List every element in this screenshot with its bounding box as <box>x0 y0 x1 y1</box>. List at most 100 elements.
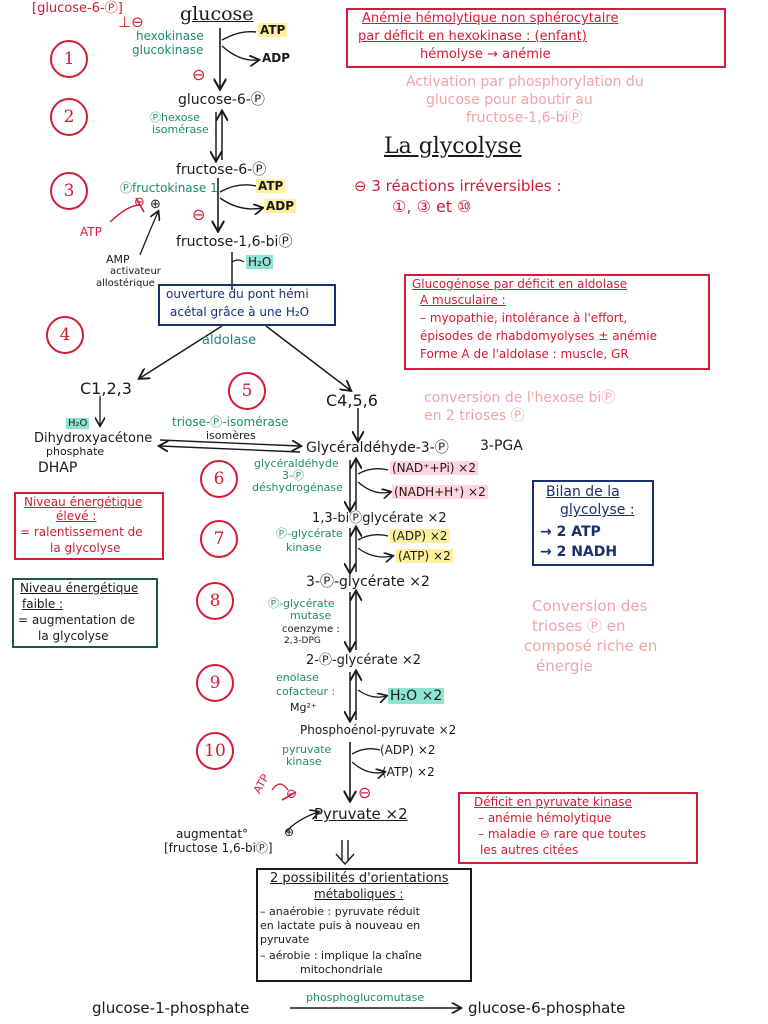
orientations-title: 2 possibilités d'orientations <box>270 871 449 886</box>
high-energy-title-2: élevé : <box>56 509 97 523</box>
bilan-nadh: → 2 NADH <box>540 544 618 560</box>
enzyme-hexokinase: hexokinase <box>136 29 204 43</box>
activation-note-2: glucose pour aboutir au <box>426 92 593 108</box>
dhap-abbrev: DHAP <box>38 460 78 476</box>
step-10: 10 <box>196 732 234 770</box>
g6p-footer-label: glucose-6-phosphate <box>468 999 626 1017</box>
enzyme-pgm-dpg: 2,3-DPG <box>284 636 321 646</box>
g1p-label: glucose-1-phosphate <box>92 999 250 1017</box>
step-1: 1 <box>50 40 88 78</box>
step-4: 4 <box>46 316 84 354</box>
aldolase-line4: épisodes de rhabdomyolyses ± anémie <box>420 329 657 343</box>
arrow-split-left <box>140 325 223 378</box>
enzyme-pk-1: pyruvate <box>282 743 332 756</box>
bilan-box: Bilan de la glycolyse : → 2 ATP → 2 NADH <box>532 480 654 566</box>
atp-inhibitor: ATP <box>80 225 102 239</box>
atp-7: (ATP) ×2 <box>396 549 453 563</box>
nadh-output: (NADH+H⁺) ×2 <box>392 485 488 499</box>
pk-inhibition-mark: ⊖ <box>286 787 297 802</box>
hexokinase-deficiency-box: Anémie hémolytique non sphérocytaire par… <box>346 8 726 68</box>
atp-3: ATP <box>256 179 286 193</box>
bilan-title-2: glycolyse : <box>560 502 635 518</box>
inhibition-mark: ⊖ <box>134 195 145 210</box>
conversion2-note-4: énergie <box>536 657 593 675</box>
hexo-line3: hémolyse → anémie <box>420 47 551 62</box>
pk-deficiency-box: Déficit en pyruvate kinase – anémie hémo… <box>458 792 698 864</box>
pk-line3: les autres citées <box>480 843 579 857</box>
high-energy-box: Niveau énergétique élevé : = ralentissem… <box>14 492 164 560</box>
hexo-line1: Anémie hémolytique non sphérocytaire <box>362 11 619 26</box>
enzyme-gapdh-3: déshydrogénase <box>252 481 343 494</box>
isomers-label: isomères <box>206 429 256 442</box>
c456-label: C4,5,6 <box>326 391 378 410</box>
low-energy-line2: la glycolyse <box>38 629 109 643</box>
pk-title: Déficit en pyruvate kinase <box>474 795 632 809</box>
inhibition-icon: ⊥⊖ <box>118 13 144 31</box>
enzyme-pgm-coenzyme: coenzyme : <box>282 624 340 635</box>
pk-line2: – maladie ⊖ rare que toutes <box>478 827 647 841</box>
ring-opening-line1: ouverture du pont hémi <box>166 287 309 301</box>
enzyme-aldolase: aldolase <box>202 333 257 348</box>
enzyme-pfk1: Ⓟfructokinase 1 <box>120 181 218 195</box>
step-2: 2 <box>50 98 88 136</box>
high-energy-line2: la glycolyse <box>50 541 121 555</box>
3pg-label: 3-Ⓟ-glycérate ×2 <box>306 574 430 590</box>
high-energy-line1: = ralentissement de <box>20 525 143 539</box>
low-energy-box: Niveau énergétique faible : = augmentati… <box>12 578 158 648</box>
adp-1: ADP <box>262 51 291 65</box>
orientations-line4: – aérobie : implique la chaîne <box>260 949 422 962</box>
activation-note-1: Activation par phosphorylation du <box>406 74 644 90</box>
bilan-title: Bilan de la <box>546 484 620 500</box>
f6p-label: fructose-6-Ⓟ <box>176 162 267 178</box>
h2o-dhap: H₂O <box>66 418 90 429</box>
page-title: La glycolyse <box>384 134 522 159</box>
enzyme-pk-2: kinase <box>286 755 322 768</box>
step-8: 8 <box>196 582 234 620</box>
bpg-label: 1,3-biⓅglycérate ×2 <box>312 511 447 526</box>
orientations-line2: en lactate puis à nouveau en <box>260 919 421 932</box>
aldolase-line2: A musculaire : <box>420 293 506 307</box>
pk-line1: – anémie hémolytique <box>478 811 612 825</box>
step-3: 3 <box>50 172 88 210</box>
orientations-box: 2 possibilités d'orientations métaboliqu… <box>256 868 472 982</box>
step-9: 9 <box>196 664 234 702</box>
aldolase-line5: Forme A de l'aldolase : muscle, GR <box>420 347 629 361</box>
ring-opening-line2: acétal grâce à une H₂O <box>170 305 310 319</box>
enzyme-enolase-1: enolase <box>276 671 319 684</box>
conversion2-note-1: Conversion des <box>532 597 648 615</box>
retro-note: [glucose-6-Ⓟ] <box>32 1 123 16</box>
atp-10: (ATP) ×2 <box>382 765 435 779</box>
hexo-line2: par déficit en hexokinase : (enfant) <box>358 29 587 44</box>
adp-3: ADP <box>264 199 297 213</box>
amp-activator: activateur <box>110 266 161 277</box>
atp-1: ATP <box>258 23 288 37</box>
pga-label: 3-PGA <box>480 438 523 454</box>
orientations-line5: mitochondriale <box>300 963 383 976</box>
dhap-label: Dihydroxyacétone <box>34 431 153 446</box>
enzyme-tim: triose-Ⓟ-isomérase <box>172 415 289 429</box>
enzyme-glucokinase: glucokinase <box>132 43 204 57</box>
conversion-note-2: en 2 trioses Ⓟ <box>424 408 525 424</box>
pyruvate-label: Pyruvate ×2 <box>314 805 408 823</box>
bilan-atp: → 2 ATP <box>540 524 601 540</box>
irreversible-icon-10: ⊖ <box>358 783 372 802</box>
activator-line2: [fructose 1,6-biⓅ] <box>164 841 273 855</box>
enzyme-gapdh-2: 3-Ⓟ <box>282 469 304 482</box>
adp-10: (ADP) ×2 <box>380 743 436 757</box>
pk-activation-mark: ⊕ <box>284 825 295 839</box>
conversion2-note-2: trioses Ⓟ en <box>532 617 626 635</box>
low-energy-line1: = augmentation de <box>18 613 135 627</box>
f16bp-label: fructose-1,6-biⓅ <box>176 234 293 250</box>
enzyme-hexose-isomerase-2: isomérase <box>152 123 209 136</box>
enzyme-enolase-2: cofacteur : <box>276 685 336 698</box>
pep-label: Phosphoénol-pyruvate ×2 <box>300 723 457 737</box>
enzyme-pgm-2: mutase <box>290 609 332 622</box>
glucose-label: glucose <box>180 3 254 25</box>
amp-label: AMP <box>106 253 130 266</box>
aldolase-deficiency-box: Glucogénose par déficit en aldolase A mu… <box>404 274 710 370</box>
arrow-split-right <box>265 325 350 390</box>
enzyme-enolase-3: Mg²⁺ <box>290 701 317 714</box>
irreversible-icon-1: ⊖ <box>192 65 206 84</box>
g6p-label: glucose-6-Ⓟ <box>178 92 265 108</box>
conversion-note-1: conversion de l'hexose biⓅ <box>424 390 616 406</box>
